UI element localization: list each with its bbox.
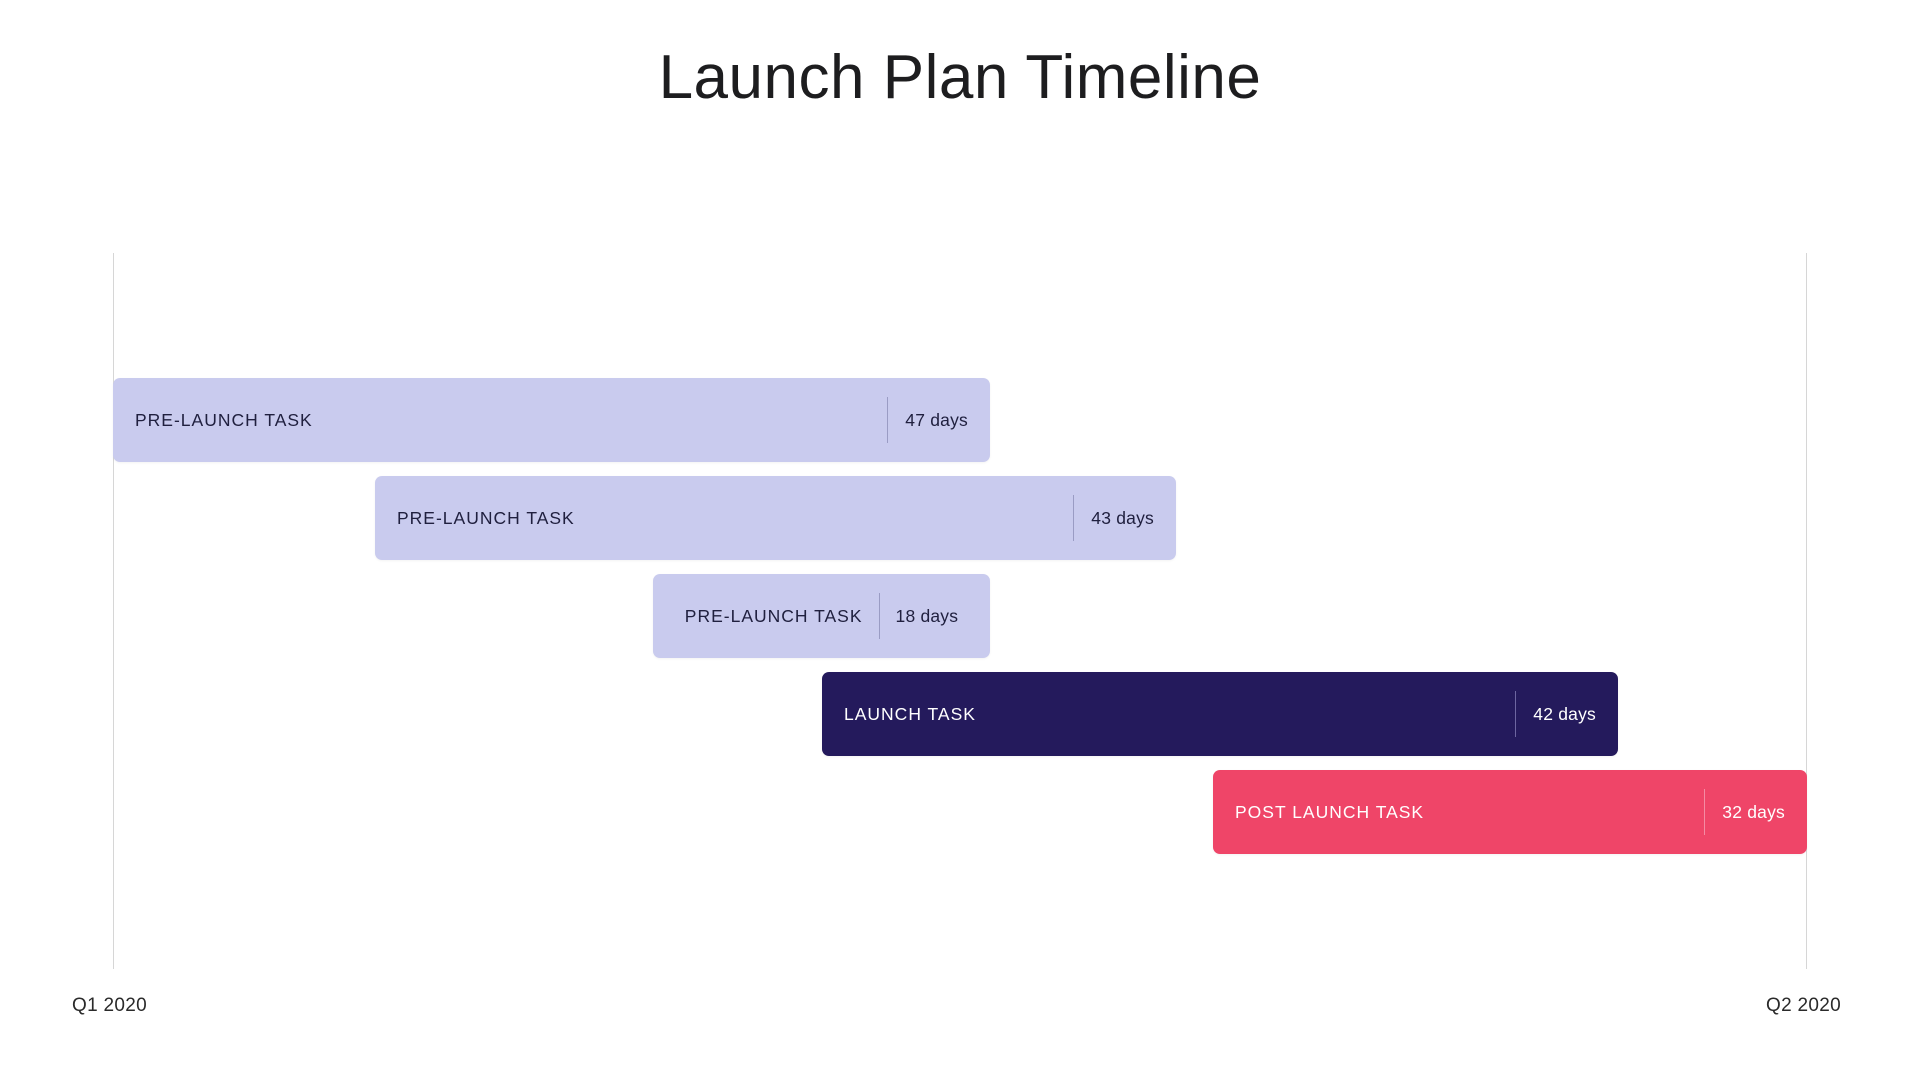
gantt-bar-duration: 18 days [895, 605, 959, 626]
gantt-bar-row-4[interactable]: LAUNCH TASK 42 days [822, 672, 1618, 756]
gantt-bar-row-1[interactable]: PRE-LAUNCH TASK 47 days [113, 378, 990, 462]
gantt-bar-row-5[interactable]: POST LAUNCH TASK 32 days [1213, 770, 1807, 854]
bar-divider-line [1073, 495, 1075, 541]
plot-area [113, 253, 1807, 969]
gantt-bar-duration: 42 days [1533, 703, 1596, 724]
gantt-bar-label: LAUNCH TASK [844, 703, 976, 724]
gantt-bar-label: PRE-LAUNCH TASK [397, 507, 575, 528]
gridline-q1 [113, 253, 114, 969]
bar-divider-line [878, 593, 880, 639]
bar-divider-line [1704, 789, 1706, 835]
gantt-bar-duration: 32 days [1722, 801, 1785, 822]
page-title: Launch Plan Timeline [658, 43, 1262, 112]
gantt-bar-label: PRE-LAUNCH TASK [135, 409, 313, 430]
bar-divider-line [1515, 691, 1517, 737]
gantt-bar-label: PRE-LAUNCH TASK [684, 605, 863, 626]
gantt-bar-row-3[interactable]: PRE-LAUNCH TASK 18 days [653, 574, 990, 658]
axis-tick-label-start: Q1 2020 [72, 995, 147, 1016]
axis-tick-label-end: Q2 2020 [1766, 995, 1841, 1016]
gantt-bar-duration: 43 days [1091, 507, 1154, 528]
gantt-bar-row-2[interactable]: PRE-LAUNCH TASK 43 days [375, 476, 1176, 560]
gantt-bar-duration: 47 days [905, 409, 968, 430]
gantt-bar-label: POST LAUNCH TASK [1235, 801, 1425, 822]
gridline-q2 [1806, 253, 1807, 969]
bar-divider-line [887, 397, 889, 443]
